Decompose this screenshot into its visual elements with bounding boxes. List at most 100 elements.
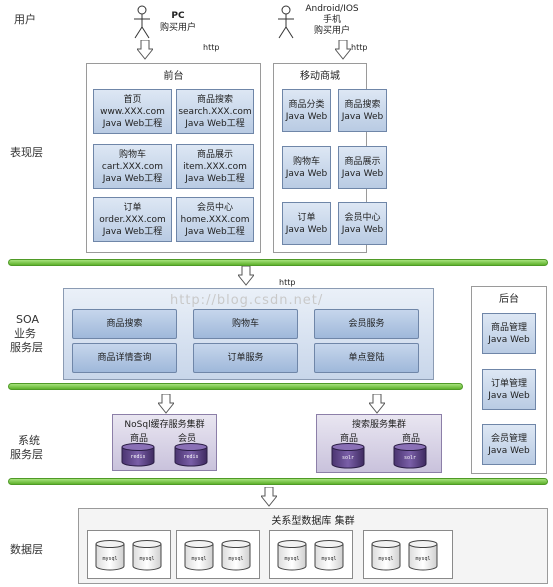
mysql-database-icon: mysql <box>408 540 438 571</box>
mysql-database-icon: mysql <box>132 540 162 571</box>
box-line: 会员管理 <box>490 433 527 444</box>
soa-service-item-detail: 商品详情查询 <box>72 343 177 373</box>
box-line: 订单 <box>123 202 142 213</box>
mobile-box-cart: 购物车 Java Web <box>282 146 331 189</box>
watermark: http://blog.csdn.net/ <box>170 293 324 308</box>
box-line: Java Web <box>488 390 530 401</box>
box-line: www.XXX.com <box>100 106 165 117</box>
mysql-database-icon: mysql <box>371 540 401 571</box>
box-line: 商品搜索 <box>196 94 233 105</box>
solr-db-text: solr <box>342 455 354 461</box>
search-item-label: 商品 <box>339 434 358 444</box>
box-line: 商品展示 <box>344 156 381 167</box>
soa-service-search: 商品搜索 <box>72 309 177 339</box>
layer-label-soa-3: 服务层 <box>10 341 43 354</box>
box-line: 商品分类 <box>288 99 325 110</box>
pc-user-icon <box>134 5 150 39</box>
mobile-phone-label: 手机 <box>322 15 341 25</box>
backend-box-product: 商品管理 Java Web <box>482 313 536 354</box>
down-arrow-icon <box>158 394 174 414</box>
mobile-user-icon <box>278 5 294 39</box>
mysql-db-text: mysql <box>102 556 117 562</box>
down-arrow-icon <box>137 40 153 60</box>
layer-label-soa-2: 业务 <box>14 327 36 340</box>
layer-label-system-2: 服务层 <box>10 448 43 461</box>
layer-label-soa-1: SOA <box>16 313 39 326</box>
pc-label: PC <box>171 11 185 21</box>
mobile-box-item: 商品展示 Java Web <box>338 146 387 189</box>
frontend-box-item: 商品展示 item.XXX.com Java Web工程 <box>176 144 254 189</box>
layer-label-data: 数据层 <box>10 543 43 556</box>
cache-item-label: 会员 <box>177 434 196 444</box>
search-item-label: 商品 <box>401 434 420 444</box>
redis-db-text: redis <box>130 454 145 460</box>
mysql-db-text: mysql <box>228 556 243 562</box>
mysql-db-text: mysql <box>378 556 393 562</box>
redis-database-icon: redis <box>174 443 208 467</box>
solr-database-icon: solr <box>331 443 365 469</box>
box-line: Java Web <box>341 111 384 122</box>
box-line: Java Web工程 <box>185 173 245 184</box>
soa-service-order: 订单服务 <box>193 343 298 373</box>
box-line: Java Web <box>488 334 530 345</box>
box-line: 会员中心 <box>196 202 233 213</box>
http-label: http <box>279 278 296 287</box>
layer-label-user: 用户 <box>14 13 36 26</box>
box-line: Java Web工程 <box>102 173 163 184</box>
redis-database-icon: redis <box>121 443 155 467</box>
cache-cluster-title: NoSql缓存服务集群 <box>124 420 205 430</box>
backend-box-order: 订单管理 Java Web <box>482 369 536 410</box>
divider-bar <box>8 478 548 485</box>
soa-service-member: 会员服务 <box>314 309 419 339</box>
frontend-box-cart: 购物车 cart.XXX.com Java Web工程 <box>93 144 172 189</box>
mobile-box-member: 会员中心 Java Web <box>338 202 387 245</box>
mobile-box-search: 商品搜索 Java Web <box>338 89 387 132</box>
mysql-db-text: mysql <box>191 556 206 562</box>
mysql-database-icon: mysql <box>314 540 344 571</box>
pc-buyer-label: 购买用户 <box>159 23 196 33</box>
search-cluster-title: 搜索服务集群 <box>351 420 406 430</box>
layer-label-system-1: 系统 <box>18 434 40 447</box>
mysql-database-icon: mysql <box>184 540 214 571</box>
divider-bar <box>8 383 463 390</box>
box-line: home.XXX.com <box>180 214 250 225</box>
frontend-box-order: 订单 order.XXX.com Java Web工程 <box>93 197 172 242</box>
box-line: 购物车 <box>118 149 146 160</box>
mobile-mall-title: 移动商城 <box>300 71 340 82</box>
mysql-db-text: mysql <box>415 556 430 562</box>
pc-user-label: PC 购买用户 <box>154 10 202 34</box>
frontend-box-search: 商品搜索 search.XXX.com Java Web工程 <box>176 89 254 134</box>
box-line: 商品展示 <box>196 149 233 160</box>
box-line: 订单管理 <box>490 378 527 389</box>
mobile-platform-label: Android/IOS <box>305 4 359 14</box>
box-line: Java Web工程 <box>102 226 163 237</box>
solr-db-text: solr <box>404 455 416 461</box>
down-arrow-icon <box>261 487 277 507</box>
down-arrow-icon <box>369 394 385 414</box>
http-label: http <box>203 43 220 52</box>
http-label: http <box>351 43 368 52</box>
mysql-database-icon: mysql <box>277 540 307 571</box>
box-line: 订单 <box>297 212 316 223</box>
solr-database-icon: solr <box>393 443 427 469</box>
redis-db-text: redis <box>183 454 198 460</box>
divider-bar <box>8 259 548 266</box>
cache-item-label: 商品 <box>129 434 148 444</box>
box-line: 会员中心 <box>344 212 381 223</box>
mobile-box-order: 订单 Java Web <box>282 202 331 245</box>
backend-title: 后台 <box>499 294 519 305</box>
box-line: 商品搜索 <box>344 99 381 110</box>
box-line: Java Web工程 <box>185 118 245 129</box>
db-cluster-title: 关系型数据库 集群 <box>271 516 355 527</box>
box-line: Java Web <box>341 224 384 235</box>
soa-service-cart: 购物车 <box>193 309 298 339</box>
mysql-db-text: mysql <box>139 556 154 562</box>
frontend-box-home: 首页 www.XXX.com Java Web工程 <box>93 89 172 134</box>
box-line: Java Web工程 <box>185 226 245 237</box>
frontend-title: 前台 <box>163 71 184 82</box>
box-line: 首页 <box>123 94 142 105</box>
layer-label-presentation: 表现层 <box>10 146 43 159</box>
box-line: item.XXX.com <box>183 161 247 172</box>
box-line: Java Web工程 <box>102 118 163 129</box>
box-line: Java Web <box>285 224 328 235</box>
